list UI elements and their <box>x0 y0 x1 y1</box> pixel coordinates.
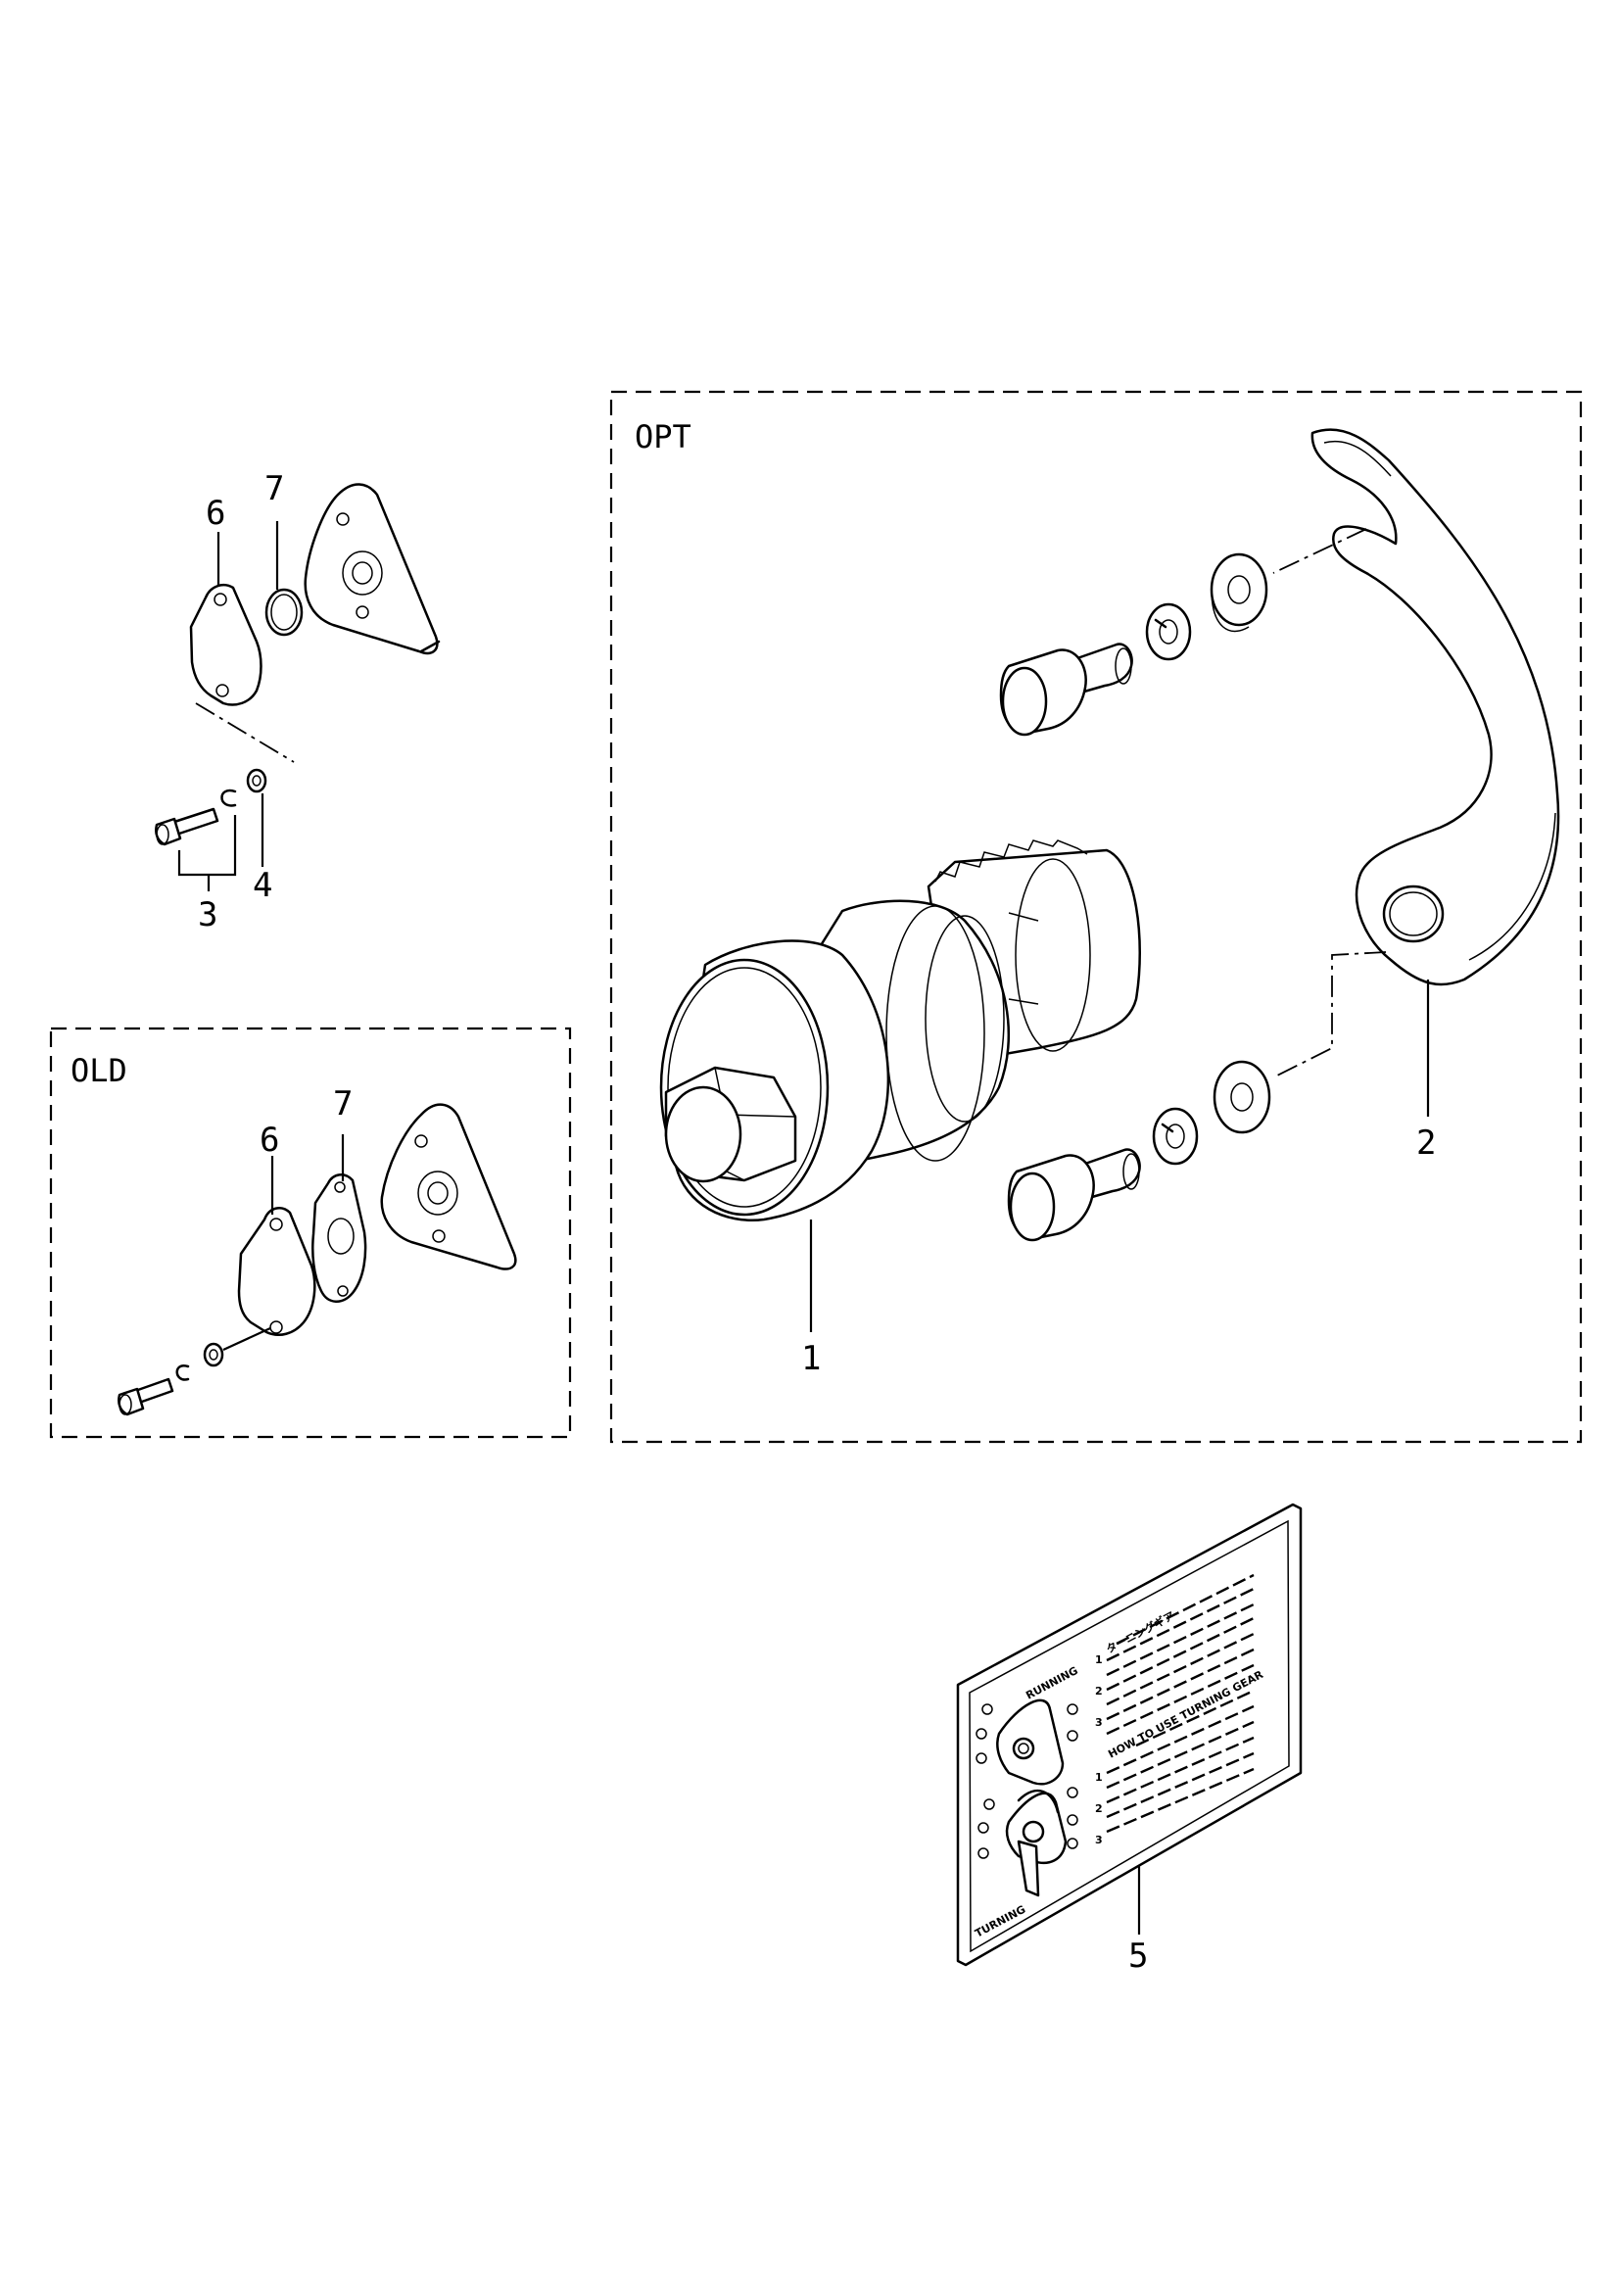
opt-group-label: OPT <box>635 418 691 455</box>
plate-step-b2: 2 <box>1095 1802 1103 1815</box>
callout-6-old: 6 <box>260 1121 279 1160</box>
instruction-plate: RUNNING TURNING ターニングギア HOW TO USE TURNI… <box>956 1503 1303 1976</box>
lower-spring-washer <box>1152 1107 1199 1166</box>
lower-bolt <box>1007 1148 1141 1242</box>
plate-step-b1: 1 <box>1095 1771 1103 1784</box>
callout-2: 2 <box>1416 1124 1436 1163</box>
upper-spring-washer <box>1145 602 1192 661</box>
old-group-label: OLD <box>71 1052 127 1089</box>
plate-running-illustration <box>976 1698 1078 1786</box>
plate-turning-illustration <box>977 1787 1078 1897</box>
callout-5: 5 <box>1128 1937 1148 1976</box>
plate-step-b3: 3 <box>1095 1834 1103 1846</box>
upper-bolt <box>999 643 1133 737</box>
opt-group-boundary <box>609 390 1583 1444</box>
old-group-boundary <box>49 1027 572 1439</box>
washer-old <box>203 1342 224 1367</box>
cover-assembly-old: 6 7 <box>118 1084 517 1416</box>
bracket-hole <box>1382 885 1445 943</box>
callout-3-top: 3 <box>198 895 217 934</box>
o-ring-7 <box>264 588 304 637</box>
plate-instruction-lines <box>1106 1573 1255 1834</box>
plate-step-a1: 1 <box>1095 1653 1103 1666</box>
lower-flat-washer <box>1213 1060 1271 1134</box>
blank-plate-6-old <box>237 1207 316 1336</box>
blank-plate-6 <box>189 584 262 706</box>
gasket-7 <box>311 1173 367 1303</box>
plate-step-a3: 3 <box>1095 1716 1103 1729</box>
washer-4 <box>246 768 267 793</box>
upper-fastener-set <box>999 528 1367 737</box>
callout-1: 1 <box>801 1339 821 1378</box>
callout-7-old: 7 <box>333 1084 353 1124</box>
turning-gear-assembly <box>659 839 1141 1221</box>
callout-7-top: 7 <box>264 469 284 508</box>
callout-3-top-leader <box>177 815 237 877</box>
bolt-old <box>118 1377 174 1416</box>
lower-fastener-set <box>1007 951 1387 1242</box>
plate-step-a2: 2 <box>1095 1685 1103 1698</box>
callout-4-top: 4 <box>253 866 272 905</box>
turning-bracket <box>1310 428 1560 986</box>
bolt-3 <box>155 807 219 846</box>
callout-6-top: 6 <box>206 494 225 533</box>
upper-flat-washer <box>1210 552 1268 627</box>
cover-assembly-current: 6 7 3 4 <box>155 469 441 934</box>
